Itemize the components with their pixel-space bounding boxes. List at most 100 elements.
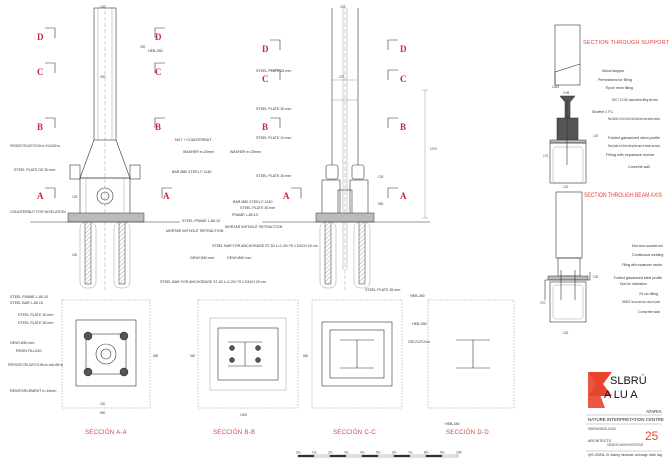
dim-h1: 1070 <box>430 147 437 151</box>
dim-top: 120 <box>100 5 106 9</box>
label: Perforations for filling <box>598 78 632 82</box>
label: GEWI Ø40 mm <box>190 256 214 260</box>
label: RESIN FILLING <box>16 349 42 353</box>
label: Nut for nivelation <box>620 282 647 286</box>
scale-label: 3m <box>344 451 349 455</box>
scale-label: 8m <box>424 451 429 455</box>
scale-segment <box>297 454 315 458</box>
dim-height: 660 <box>303 354 309 358</box>
dim-top: 120 <box>340 5 346 9</box>
dim-h3: 550 <box>378 202 384 206</box>
sheet-number: 25 <box>645 429 659 443</box>
scale-label: 4m <box>360 451 365 455</box>
beam-axis-labels: Nut and counternut Continuous welding Fi… <box>614 244 663 314</box>
section-marker-c: C <box>262 74 269 84</box>
label: STEEL PLATE 25 mm <box>408 340 430 344</box>
section-captions: SECCIÓN A-A SECCIÓN B-B SECCIÓN C-C SECC… <box>85 429 489 436</box>
section-marker-b: B <box>262 122 268 132</box>
label: STEEL BAR L-80.10 <box>10 301 43 305</box>
label: STEEL FRAME L-80.10 <box>182 219 220 223</box>
scale-segment <box>345 454 363 458</box>
caption-section-a-a: SECCIÓN A-A <box>85 429 127 436</box>
label: HEB-280 <box>445 422 460 426</box>
plan-section-a-a: 550 660 220 STEEL FRAME L-80.10 STEEL BA… <box>8 295 159 415</box>
elevation-middle-labels: STEEL PLATE 25 mm STEEL PLATE 30 mm STEE… <box>212 69 318 260</box>
label: STEEL PLATE DE 30 mm <box>14 168 55 172</box>
dim: 170 <box>540 301 546 305</box>
dim-width: 550 <box>100 411 106 415</box>
section-marker-a: A <box>400 191 407 201</box>
label: Concrete wall <box>628 165 650 169</box>
label: STEEL PLATE 35 mm <box>18 321 53 325</box>
section-markers-left: D D C C B B A A <box>37 27 172 201</box>
dim: 120 <box>563 331 569 335</box>
section-marker-d: D <box>400 44 407 54</box>
client-name: ATARIA <box>646 409 662 414</box>
section-marker-c: C <box>400 74 407 84</box>
support-title: SECTION THROUGH SUPPORT <box>583 40 670 46</box>
dim-h1: 125 <box>72 195 78 199</box>
label: COUNTERNUT FOR NIVELATION <box>10 210 66 214</box>
label: PERFORATED STEEL BAR ST-52 Ø90 mm, hollo… <box>8 363 63 367</box>
title-block: SLBRÚ A LU A ATARIA NATURE INTERPRETATIO… <box>586 372 664 457</box>
scale-segment <box>329 454 347 458</box>
section-marker-c: C <box>37 67 44 77</box>
dim-width: 1025 <box>240 413 247 417</box>
scale-segment <box>393 454 411 458</box>
label: STEEL PLATE 30 mm <box>256 107 291 111</box>
scale-segment <box>425 454 443 458</box>
scale-label: 10m <box>456 451 463 455</box>
beam-axis-title: SECTION THROUGH BEAM AXIS <box>584 193 662 199</box>
scale-segment <box>361 454 379 458</box>
section-through-support: SECTION THROUGH SUPPORT 1455 0.95 120 17… <box>543 24 670 189</box>
dim-mid: 320 <box>100 75 106 79</box>
architects: JOSE MARIA GARCÍA DEL MONTE · JUAN MANUE… <box>607 443 643 447</box>
label: Concrete wall <box>638 310 660 314</box>
project-name: NATURE INTERPRETATION CENTRE <box>588 417 664 422</box>
section-marker-b: B <box>155 122 161 132</box>
label: STEEL PLATE 35 mm <box>365 288 400 292</box>
dim-height: 660 <box>190 354 196 358</box>
dim: 0.95 <box>563 91 569 95</box>
label: HEB-280 <box>148 49 163 53</box>
elevation-left-labels: HEB-280 NUT + COUNTERNUT WASHER e=25mm P… <box>10 49 266 284</box>
architects-label: ARCHITECTS <box>588 439 612 443</box>
dim: 120 <box>563 185 569 189</box>
section-markers-middle: D D C C B B A A <box>262 39 407 201</box>
scale-segment <box>441 454 459 458</box>
section-through-beam-axis: SECTION THROUGH BEAM AXIS 120 170 120 Nu… <box>540 191 663 335</box>
caption-section-d-d: SECCIÓN D-D <box>446 429 489 436</box>
label: Filling with expansive mortar <box>606 153 655 157</box>
file-name: QHS. ATARIA. 25. drawing. framework. anc… <box>588 453 662 457</box>
section-marker-b: B <box>37 122 43 132</box>
label: STEEL PLATE 30 mm <box>18 313 53 317</box>
scale-label: 6m <box>392 451 397 455</box>
label: Continuous welding <box>632 253 663 257</box>
label: NUT + COUNTERNUT <box>175 138 212 142</box>
label: STEEL BAR FOR ANCHORAGE ST-52 L=1.20+75 … <box>212 244 318 248</box>
dim: 120 <box>593 134 599 138</box>
scale-segment <box>377 454 395 458</box>
elevation-middle: 120 270 1070 125 550 STEEL PLATE 25 mm S… <box>212 5 437 290</box>
section-marker-a: A <box>163 191 170 201</box>
label: STEEL PLATE 30 mm <box>240 206 275 210</box>
caption-section-c-c: SECCIÓN C-C <box>333 429 376 436</box>
label: HEB-280 <box>412 322 427 326</box>
label: GEWI Ø40 mm <box>227 256 251 260</box>
dim-h2: 125 <box>378 175 384 179</box>
svg-text:A LU A: A LU A <box>604 389 638 401</box>
plan-section-b-b: 1025 660 <box>190 299 299 417</box>
section-marker-a: A <box>37 191 44 201</box>
label: Folded galvanized steel profile <box>608 136 660 140</box>
label: STEEL PLATE 25 mm <box>256 69 291 73</box>
label: M45/M10. Two on each axis, except on joi… <box>622 300 660 304</box>
label: FRAME L-80.10 <box>232 213 258 217</box>
scale-label: 7m <box>408 451 413 455</box>
label: GEWI Ø40 mm <box>10 341 34 345</box>
label: MORTAR WITHOUT RETRACTION <box>225 225 283 229</box>
label: Shoffee 1 FC <box>592 110 614 114</box>
label: HEB-280 <box>410 294 425 298</box>
